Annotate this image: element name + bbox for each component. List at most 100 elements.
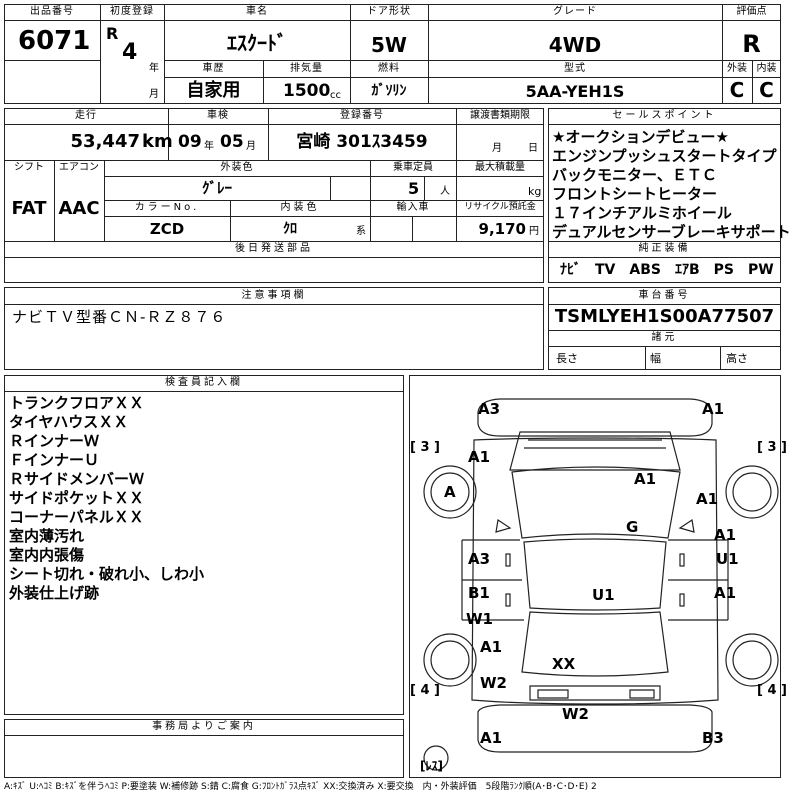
int-color-unit: 系: [356, 226, 366, 237]
inspector-item: ＲサイドメンバーＷ: [9, 470, 145, 488]
tire-tread-rl: [ 4 ]: [410, 683, 440, 698]
inspector-item: トランクフロアＸＸ: [9, 394, 145, 412]
damage-mark: A1: [714, 526, 737, 544]
damage-mark: B3: [702, 729, 724, 747]
ext-color-label: 外装色: [220, 162, 254, 173]
chassis-section: [548, 287, 781, 370]
history-label: 車歴: [202, 63, 225, 74]
inspection-month-unit: 月: [246, 141, 256, 152]
capacity-unit: 人: [440, 186, 450, 197]
transfer-label: 譲渡書類期限: [470, 110, 530, 121]
sales-point-item: ★オークションデビュー★: [552, 128, 729, 146]
diagram-section: [409, 375, 781, 778]
notes-title: 注意事項欄: [241, 290, 307, 301]
transfer-day-unit: 日: [528, 143, 538, 154]
damage-mark: XX: [552, 655, 576, 673]
max-load-label: 最大積載量: [475, 162, 525, 173]
era-prefix: R: [106, 24, 119, 43]
spec-title: 諸元: [651, 332, 678, 343]
notes-text: ナビＴＶ型番ＣＮ-ＲＺ８７６: [12, 308, 227, 326]
ac-label: エアコン: [59, 162, 99, 173]
inspection-year-unit: 年: [204, 141, 214, 152]
inspector-item: ＲインナーＷ: [9, 432, 100, 450]
damage-mark: W1: [466, 610, 493, 628]
sales-point-item: １７インチアルミホイール: [552, 204, 732, 222]
plate-label: 登録番号: [340, 110, 384, 121]
color-no-label: カラーNo.: [134, 202, 200, 213]
int-color-label: 内装色: [280, 202, 320, 213]
tire-tread-fr: [ 3 ]: [757, 440, 787, 455]
damage-mark: A1: [480, 729, 503, 747]
chassis-title: 車台番号: [638, 290, 691, 301]
import-label: 輸入車: [396, 202, 430, 213]
recycle-label: リサイクル預託金: [464, 202, 536, 212]
office-title: 事務局よりご案内: [152, 721, 256, 732]
int-color: ｸﾛ: [283, 221, 297, 237]
door-label: ドア形状: [367, 6, 411, 17]
car-name-label: 車名: [246, 6, 268, 17]
inspection-label: 車検: [207, 110, 229, 121]
sales-points-section: [548, 108, 781, 283]
damage-mark: U1: [716, 550, 739, 568]
ext-color: ｸﾞﾚｰ: [201, 179, 232, 197]
sales-points-list: ★オークションデビュー★ エンジンプッシュスタートタイプ バックモニター、ＥＴＣ…: [552, 128, 791, 242]
lot-number: 6071: [18, 26, 91, 56]
first-reg-label: 初度登録: [110, 6, 154, 17]
damage-mark: A1: [634, 470, 657, 488]
plate-number: 宮崎 301ｽ3459: [296, 132, 428, 152]
fuel-label: 燃料: [378, 63, 400, 74]
inspector-title: 検査員記入欄: [165, 377, 243, 388]
inspector-item: タイヤハウスＸＸ: [9, 413, 129, 431]
model-label: 型式: [564, 63, 586, 74]
grade: 4WD: [548, 33, 602, 57]
year-unit: 年: [149, 63, 159, 74]
sales-point-item: フロントシートヒーター: [552, 185, 718, 203]
car-damage-diagram: [423, 398, 779, 771]
chassis-number: TSMLYEH1S00A77507: [554, 306, 775, 327]
damage-mark: A1: [480, 638, 503, 656]
max-load-unit: kg: [528, 185, 542, 198]
notes-section: [4, 287, 544, 370]
details-section: [4, 108, 544, 283]
reg-year: 4: [122, 40, 138, 65]
equipment-title: 純正装備: [638, 243, 691, 254]
inspector-item: 外装仕上げ跡: [9, 584, 100, 602]
sales-point-item: バックモニター、ＥＴＣ: [552, 166, 717, 184]
car-name: ｴｽｸｰﾄﾞ: [227, 31, 287, 55]
damage-mark: G: [626, 518, 639, 536]
transfer-month-unit: 月: [492, 143, 502, 154]
spare-tire-label: [ﾚｽ]: [420, 759, 443, 773]
inspector-item: サイドポケットＸＸ: [9, 489, 145, 507]
capacity: 5: [408, 179, 420, 198]
later-parts-label: 後日発送部品: [235, 243, 313, 254]
damage-mark: W2: [562, 705, 589, 723]
inspector-section: [4, 375, 404, 715]
damage-mark: A1: [714, 584, 737, 602]
interior-grade: C: [759, 78, 774, 102]
interior-label: 内装: [756, 63, 777, 74]
damage-mark: U1: [592, 586, 615, 604]
inspection-month: 05: [220, 132, 244, 152]
height-label: 高さ: [726, 352, 748, 365]
month-unit: 月: [149, 89, 159, 100]
lot-label: 出品番号: [30, 6, 74, 17]
shift-label: シフト: [14, 162, 44, 173]
grade-label: グレード: [553, 6, 597, 17]
inspector-list: トランクフロアＸＸ タイヤハウスＸＸ ＲインナーＷ ＦインナーＵ Ｒサイドメンバ…: [9, 394, 204, 603]
header-section: [4, 4, 781, 104]
damage-mark: W2: [480, 674, 507, 692]
history: 自家用: [186, 80, 241, 101]
score: R: [742, 30, 761, 58]
damage-mark: A3: [478, 400, 501, 418]
sales-point-item: デュアルセンサーブレーキサポート: [552, 223, 791, 241]
inspector-item: 室内内張傷: [9, 546, 85, 564]
damage-mark: A: [444, 483, 456, 501]
sales-point-item: エンジンプッシュスタートタイプ: [552, 147, 777, 165]
exterior-label: 外装: [727, 63, 747, 74]
recycle-unit: 円: [529, 226, 539, 237]
sales-points-title: セールスポイント: [612, 110, 717, 121]
length-label: 長さ: [556, 352, 578, 365]
score-label: 評価点: [736, 6, 767, 17]
inspector-item: シート切れ・破れ小、しわ小: [9, 565, 205, 583]
inspector-item: 室内薄汚れ: [9, 527, 85, 545]
